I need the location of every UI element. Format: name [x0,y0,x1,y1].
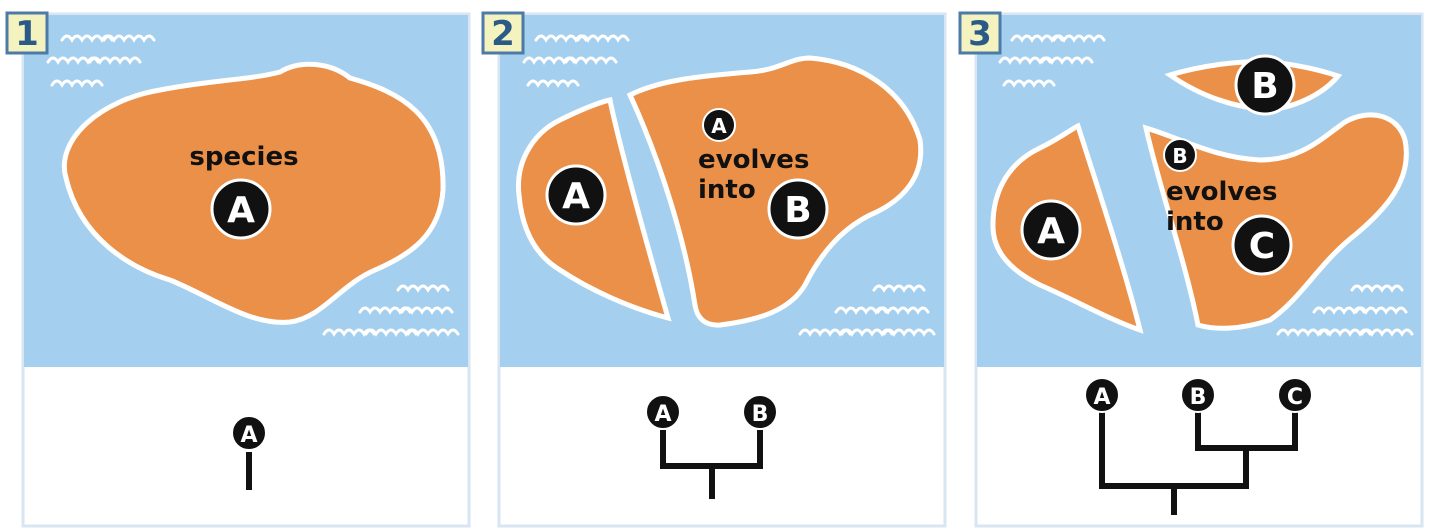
panel-number: 3 [968,14,992,54]
panel-number-badge-2: 2 [481,11,525,55]
marker-left-a: A [1020,199,1082,261]
tree-tip-b: B [1180,377,1216,413]
marker-small-b: B [1163,138,1197,172]
panel-number: 1 [15,14,39,54]
panel-2: A A evolves into B A B 2 [481,11,947,528]
marker-label: A [562,176,590,217]
tree-tip-b: B [742,394,778,430]
marker-label: C [1249,226,1275,267]
marker-main-b: B [767,178,829,240]
panel-number-badge-3: 3 [958,11,1002,55]
tree-tip-label: B [752,402,769,427]
tree-tip-label: A [1093,385,1110,410]
tree-tip-c: C [1277,377,1313,413]
marker-label: A [1037,211,1065,252]
tree-tip-label: B [1190,385,1207,410]
caption-evolves: evolves [698,145,809,175]
caption-into: into [698,175,756,205]
panel-1: species A A 1 [5,11,471,528]
marker-label: B [1172,144,1187,168]
tree-tip-a: A [645,394,681,430]
phylo-tree-1: A [231,415,267,490]
tree-tip-label: A [654,402,671,427]
marker-left-a: A [545,164,607,226]
marker-label: A [711,114,727,138]
marker-main-c: C [1231,214,1293,276]
marker-top-b: B [1234,54,1296,116]
caption-evolves: evolves [1166,177,1277,207]
marker-label: B [784,190,811,231]
marker-species-a: A [210,178,272,240]
tree-tip-a: A [1084,377,1120,413]
panel-number-badge-1: 1 [5,11,49,55]
marker-label: A [227,190,255,231]
phylo-tree-3 [1099,412,1298,515]
marker-label: B [1251,66,1278,107]
marker-small-a: A [702,108,736,142]
panel-number: 2 [491,14,515,54]
phylo-tree-2 [660,430,763,499]
panel-3: B A B evolves into C A [958,11,1424,528]
tree-tip-a: A [231,415,267,451]
species-label: species [189,142,298,172]
caption-into: into [1166,207,1224,237]
tree-tip-label: C [1287,385,1303,410]
tree-tip-label: A [240,423,257,448]
